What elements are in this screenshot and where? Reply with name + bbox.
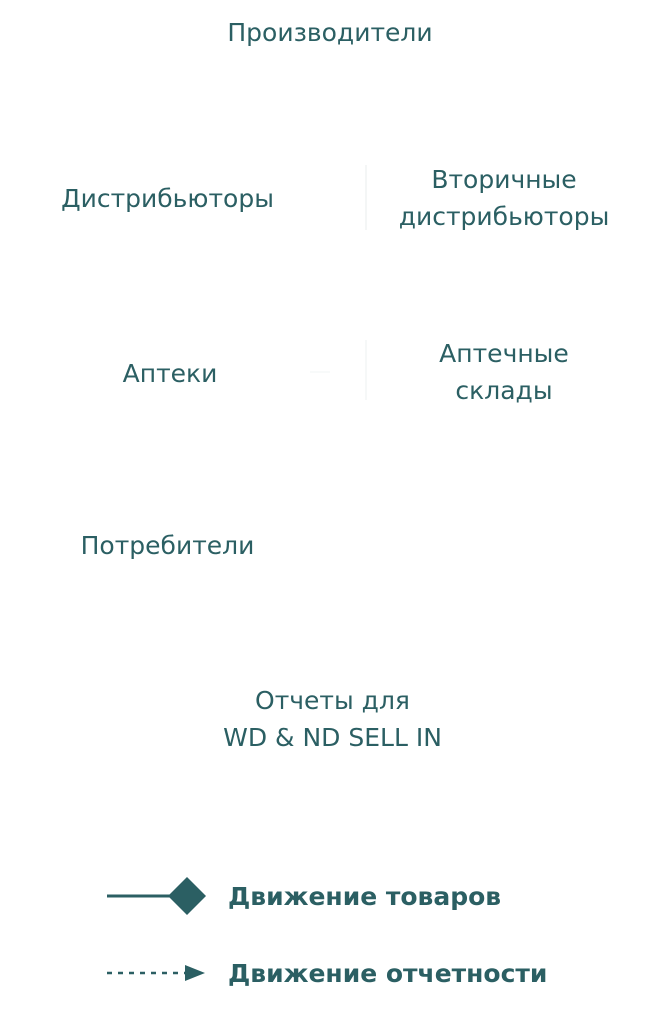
node-pharmacy-warehouses-label-line1: Аптечные <box>439 339 569 368</box>
legend-reports-label: Движение отчетности <box>228 958 548 988</box>
node-distributors-label: Дистрибьюторы <box>61 184 274 213</box>
node-producers-label: Производители <box>227 18 433 47</box>
legend-goods-label: Движение товаров <box>228 881 502 911</box>
node-reports-label-line1: Отчеты для <box>255 686 410 715</box>
node-pharmacy-warehouses-label-line2: склады <box>455 376 553 405</box>
node-distributors: Дистрибьюторы <box>30 180 305 217</box>
node-consumers-label: Потребители <box>80 531 255 560</box>
node-producers: Производители <box>165 14 495 51</box>
legend-reports-movement: Движение отчетности <box>105 953 547 993</box>
node-pharmacy-warehouses: Аптечные склады <box>395 335 613 409</box>
legend-goods-movement: Движение товаров <box>105 876 501 916</box>
node-reports: Отчеты для WD & ND SELL IN <box>180 682 485 756</box>
node-pharmacies: Аптеки <box>70 355 270 392</box>
node-secondary-distributors: Вторичные дистрибьюторы <box>375 161 633 235</box>
dashed-arrow-icon <box>107 965 205 981</box>
node-consumers: Потребители <box>45 527 290 564</box>
node-pharmacies-label: Аптеки <box>122 359 218 388</box>
node-secondary-distributors-label-line2: дистрибьюторы <box>398 202 610 231</box>
solid-line-diamond-icon <box>107 877 206 915</box>
node-secondary-distributors-label-line1: Вторичные <box>431 165 577 194</box>
node-reports-label-line2: WD & ND SELL IN <box>223 723 442 752</box>
